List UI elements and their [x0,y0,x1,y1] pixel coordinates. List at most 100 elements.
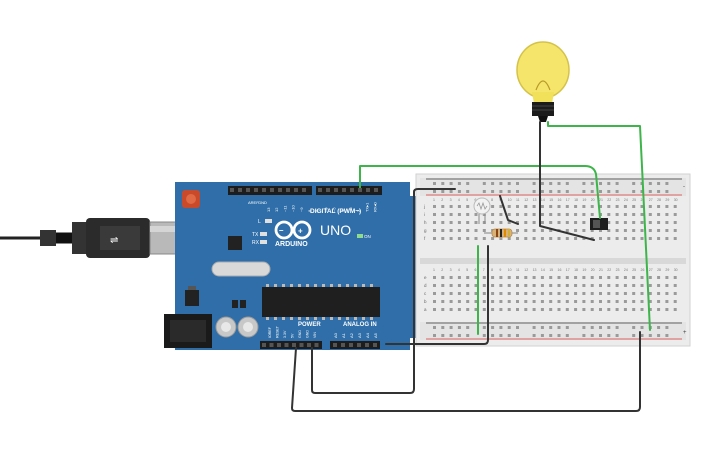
breadboard-hole[interactable] [574,213,578,216]
breadboard-hole[interactable] [516,334,519,337]
breadboard-hole[interactable] [532,308,536,311]
breadboard-hole[interactable] [507,308,511,311]
breadboard-hole[interactable] [590,276,594,279]
breadboard-hole[interactable] [665,229,669,232]
breadboard-hole[interactable] [615,292,619,295]
breadboard-hole[interactable] [433,221,436,224]
header-pin[interactable] [365,343,369,347]
breadboard-hole[interactable] [657,182,661,185]
breadboard-hole[interactable] [648,190,652,193]
breadboard-hole[interactable] [516,326,519,329]
breadboard-hole[interactable] [599,284,602,287]
breadboard-hole[interactable] [657,221,661,224]
breadboard-hole[interactable] [457,182,461,185]
breadboard-hole[interactable] [482,292,486,295]
breadboard-hole[interactable] [466,284,470,287]
breadboard-hole[interactable] [607,205,611,208]
breadboard-hole[interactable] [524,308,528,311]
breadboard-hole[interactable] [590,292,594,295]
breadboard-hole[interactable] [607,334,611,337]
breadboard-hole[interactable] [491,190,495,193]
breadboard-hole[interactable] [607,221,611,224]
resistor[interactable] [484,228,518,238]
breadboard-hole[interactable] [615,182,619,185]
breadboard-hole[interactable] [457,308,461,311]
breadboard-hole[interactable] [665,308,669,311]
breadboard-hole[interactable] [657,284,661,287]
breadboard-hole[interactable] [582,182,586,185]
breadboard-hole[interactable] [491,213,495,216]
breadboard-hole[interactable] [449,229,453,232]
breadboard-hole[interactable] [457,300,461,303]
header-pin[interactable] [326,188,330,192]
breadboard-hole[interactable] [507,292,511,295]
breadboard-hole[interactable] [474,284,478,287]
breadboard-hole[interactable] [466,190,470,193]
breadboard-hole[interactable] [565,221,569,224]
breadboard-hole[interactable] [623,308,627,311]
breadboard-hole[interactable] [599,326,602,329]
breadboard-hole[interactable] [590,190,594,193]
breadboard-hole[interactable] [632,190,636,193]
breadboard-hole[interactable] [623,205,627,208]
breadboard-hole[interactable] [673,300,677,303]
breadboard-hole[interactable] [623,284,627,287]
breadboard-hole[interactable] [507,326,511,329]
breadboard-hole[interactable] [607,292,611,295]
breadboard-hole[interactable] [640,213,644,216]
header-pin[interactable] [342,188,346,192]
breadboard-hole[interactable] [557,308,561,311]
breadboard-hole[interactable] [516,284,519,287]
breadboard-hole[interactable] [516,229,519,232]
breadboard-hole[interactable] [590,237,594,240]
breadboard-hole[interactable] [441,190,445,193]
breadboard-hole[interactable] [615,276,619,279]
breadboard-hole[interactable] [441,300,445,303]
breadboard-hole[interactable] [466,276,470,279]
header-pin[interactable] [333,343,337,347]
breadboard-hole[interactable] [532,334,536,337]
breadboard-hole[interactable] [673,292,677,295]
breadboard-hole[interactable] [549,182,553,185]
breadboard-hole[interactable] [549,213,553,216]
breadboard-hole[interactable] [574,308,578,311]
breadboard-hole[interactable] [507,300,511,303]
breadboard-hole[interactable] [466,300,470,303]
breadboard-hole[interactable] [582,237,586,240]
breadboard-hole[interactable] [532,229,536,232]
breadboard-hole[interactable] [433,292,436,295]
header-pin[interactable] [302,188,306,192]
breadboard-hole[interactable] [640,300,644,303]
breadboard-hole[interactable] [590,308,594,311]
breadboard-hole[interactable] [540,292,544,295]
breadboard-hole[interactable] [557,276,561,279]
breadboard-hole[interactable] [540,190,544,193]
breadboard-hole[interactable] [565,300,569,303]
breadboard-hole[interactable] [665,326,669,329]
breadboard-hole[interactable] [574,229,578,232]
header-pin[interactable] [358,188,362,192]
breadboard-hole[interactable] [623,213,627,216]
breadboard-hole[interactable] [482,334,486,337]
breadboard-hole[interactable] [516,213,519,216]
breadboard-hole[interactable] [457,190,461,193]
slide-switch[interactable] [590,218,608,230]
breadboard-hole[interactable] [632,292,636,295]
breadboard-hole[interactable] [532,326,536,329]
breadboard-hole[interactable] [582,292,586,295]
breadboard-hole[interactable] [549,221,553,224]
breadboard-hole[interactable] [665,284,669,287]
breadboard-hole[interactable] [457,334,461,337]
breadboard-hole[interactable] [582,300,586,303]
breadboard-hole[interactable] [640,276,644,279]
breadboard-hole[interactable] [640,190,644,193]
header-pin[interactable] [262,188,266,192]
header-pin[interactable] [284,343,289,347]
arduino-uno-board[interactable]: AREF GND DIGITAL (PWM~) L TX RX – + ARDU… [164,182,416,350]
breadboard-hole[interactable] [607,237,611,240]
breadboard-hole[interactable] [565,334,569,337]
breadboard-hole[interactable] [557,334,561,337]
breadboard-hole[interactable] [524,300,528,303]
header-pin[interactable] [277,343,281,347]
breadboard-hole[interactable] [549,334,553,337]
